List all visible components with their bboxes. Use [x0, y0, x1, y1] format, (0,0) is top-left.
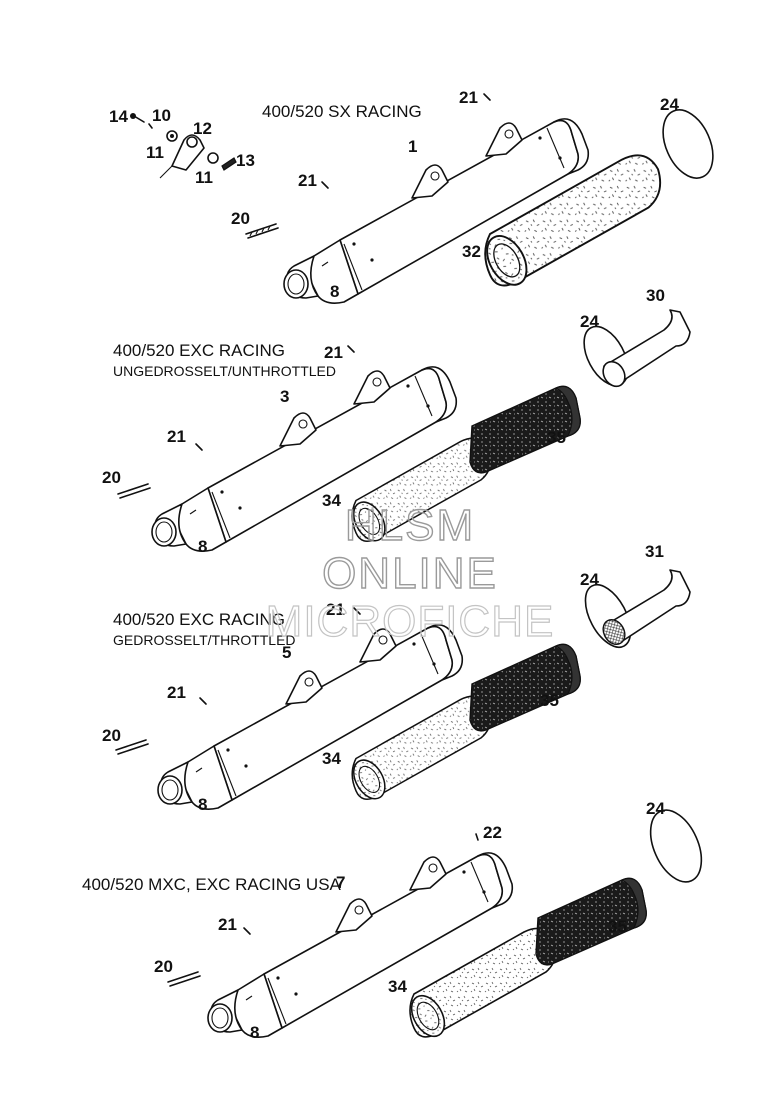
- callout: 35: [547, 428, 566, 447]
- callout: 34: [388, 977, 407, 996]
- callout: 20: [231, 209, 250, 228]
- callout: 24: [580, 312, 599, 331]
- callout: 11: [195, 168, 213, 187]
- callout: 30: [646, 286, 665, 305]
- callout: 12: [193, 119, 212, 138]
- section-title-2: 400/520 EXC RACING: [113, 341, 285, 360]
- callout: 20: [102, 726, 121, 745]
- section-title-3: 400/520 EXC RACING: [113, 610, 285, 629]
- callout: 32: [462, 242, 481, 261]
- callout: 21: [167, 683, 186, 702]
- callout: 5: [282, 643, 291, 662]
- callout: 22: [483, 823, 502, 842]
- callout: 34: [322, 749, 341, 768]
- callout: 24: [660, 95, 679, 114]
- callout: 31: [645, 542, 664, 561]
- watermark-line-1: HLSM: [345, 501, 475, 550]
- section-subtitle-3: GEDROSSELT/THROTTLED: [113, 632, 296, 648]
- section-exc-throttled: 400/520 EXC RACING GEDROSSELT/THROTTLED …: [102, 542, 691, 814]
- callout: 35: [540, 691, 559, 710]
- callout: 10: [152, 106, 171, 125]
- callout: 20: [102, 468, 121, 487]
- section-title-1: 400/520 SX RACING: [262, 102, 422, 121]
- callout: 7: [336, 873, 345, 892]
- callout: 24: [646, 799, 665, 818]
- muffler-exc-throttled: [157, 624, 464, 810]
- spring-icon: [245, 223, 279, 239]
- screw-icon: [483, 93, 491, 101]
- watermark-line-3: MICROFICHE: [266, 597, 555, 646]
- callout: 34: [322, 491, 341, 510]
- callout: 14: [109, 107, 128, 126]
- section-title-4: 400/520 MXC, EXC RACING USA: [82, 875, 342, 894]
- callout: 11: [146, 143, 164, 162]
- callout: 21: [326, 600, 345, 619]
- callout: 21: [298, 171, 317, 190]
- ring-icon: [662, 109, 714, 179]
- callout: 8: [330, 282, 339, 301]
- callout: 1: [408, 137, 417, 156]
- section-subtitle-2: UNGEDROSSELT/UNTHROTTLED: [113, 363, 336, 379]
- callout: 21: [167, 427, 186, 446]
- callout: 21: [324, 343, 343, 362]
- callout: 21: [218, 915, 237, 934]
- callout: 35: [608, 917, 627, 936]
- callout: 8: [198, 795, 207, 814]
- callout: 8: [250, 1023, 259, 1042]
- callout: 13: [236, 151, 255, 170]
- hardware-bracket: [130, 113, 237, 179]
- callout: 8: [198, 537, 207, 556]
- section-exc-unthrottled: 400/520 EXC RACING UNGEDROSSELT/UNTHROTT…: [102, 286, 691, 556]
- callout: 24: [580, 570, 599, 589]
- watermark: HLSM ONLINE MICROFICHE: [265, 500, 555, 646]
- callout: 20: [154, 957, 173, 976]
- callout: 3: [280, 387, 289, 406]
- section-sx-racing: 400/520 SX RACING 14 10 12 11 11 13 21: [109, 88, 714, 304]
- section-mxc-usa: 400/520 MXC, EXC RACING USA 22 7 21 20 8…: [82, 799, 703, 1043]
- dense-packing: [469, 643, 581, 732]
- watermark-line-2: ONLINE: [322, 549, 498, 598]
- callout: 21: [459, 88, 478, 107]
- dense-packing: [535, 877, 647, 966]
